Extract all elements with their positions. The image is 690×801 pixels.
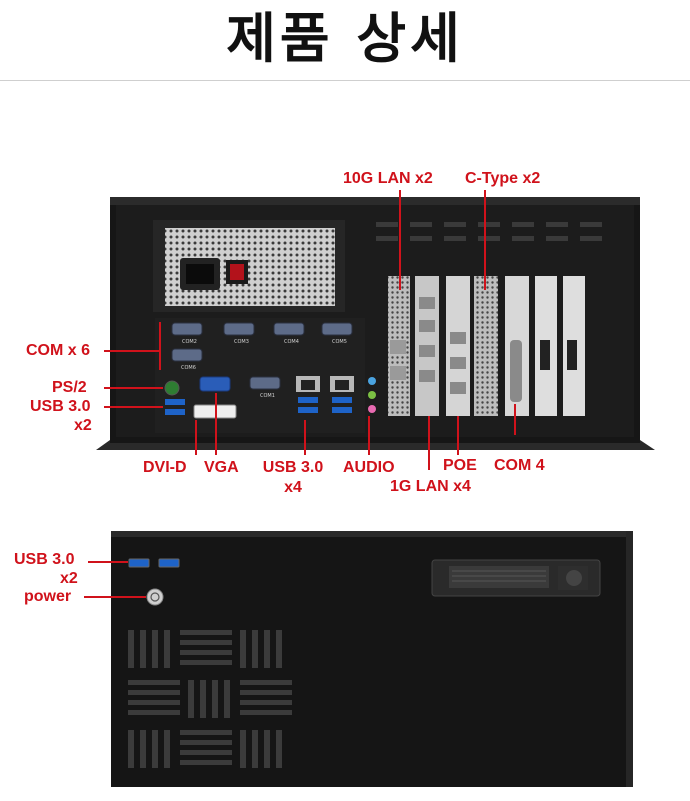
label-front-usb: USB 3.0 bbox=[14, 551, 75, 568]
com5-label: COM5 bbox=[332, 339, 347, 345]
label-power: power bbox=[24, 588, 72, 605]
label-10g-lan: 10G LAN x2 bbox=[343, 170, 433, 187]
io-area bbox=[155, 318, 365, 433]
label-poe: POE bbox=[443, 457, 477, 474]
audio-jacks bbox=[368, 377, 376, 413]
label-front-usb-count: x2 bbox=[60, 570, 78, 587]
com-ports bbox=[171, 322, 353, 390]
com4-label: COM4 bbox=[284, 339, 299, 345]
power-button bbox=[146, 588, 164, 606]
label-dvid: DVI-D bbox=[143, 459, 187, 476]
label-vga: VGA bbox=[204, 459, 239, 476]
ps2-port bbox=[164, 380, 180, 396]
label-com4: COM 4 bbox=[494, 457, 545, 474]
drive-bay bbox=[431, 559, 601, 597]
front-leader-lines bbox=[84, 561, 146, 598]
label-usb30-rear-count: x2 bbox=[74, 417, 92, 434]
title-divider bbox=[0, 80, 690, 81]
card-ctype bbox=[474, 276, 498, 416]
rear-leader-lines bbox=[104, 190, 516, 470]
usb-ports-left bbox=[165, 399, 185, 415]
label-ctype: C-Type x2 bbox=[465, 170, 541, 187]
label-usb30-x4: USB 3.0 bbox=[262, 459, 324, 476]
vga-port bbox=[199, 376, 231, 392]
expansion-cards bbox=[388, 276, 585, 416]
psu bbox=[153, 220, 345, 312]
front-usb-ports bbox=[128, 558, 180, 568]
com6-label: COM6 bbox=[181, 365, 196, 371]
com3-label: COM3 bbox=[234, 339, 249, 345]
com2-label: COM2 bbox=[182, 339, 197, 345]
lan-usb-stack bbox=[296, 376, 354, 413]
page-title: 제품 상세 bbox=[226, 7, 464, 70]
front-vent-pattern bbox=[128, 630, 292, 768]
label-ps2: PS/2 bbox=[52, 379, 87, 396]
label-1g-lan: 1G LAN x4 bbox=[390, 478, 471, 495]
label-usb30-x4-count: x4 bbox=[284, 479, 302, 496]
com-silkscreen: COM2 COM3 COM4 COM5 COM6 COM1 bbox=[181, 339, 347, 399]
com1-label: COM1 bbox=[260, 393, 275, 399]
label-com-x6: COM x 6 bbox=[26, 342, 91, 359]
top-vent-slots bbox=[376, 222, 602, 241]
label-audio: AUDIO bbox=[343, 459, 395, 476]
label-usb30-rear: USB 3.0 bbox=[30, 398, 91, 415]
